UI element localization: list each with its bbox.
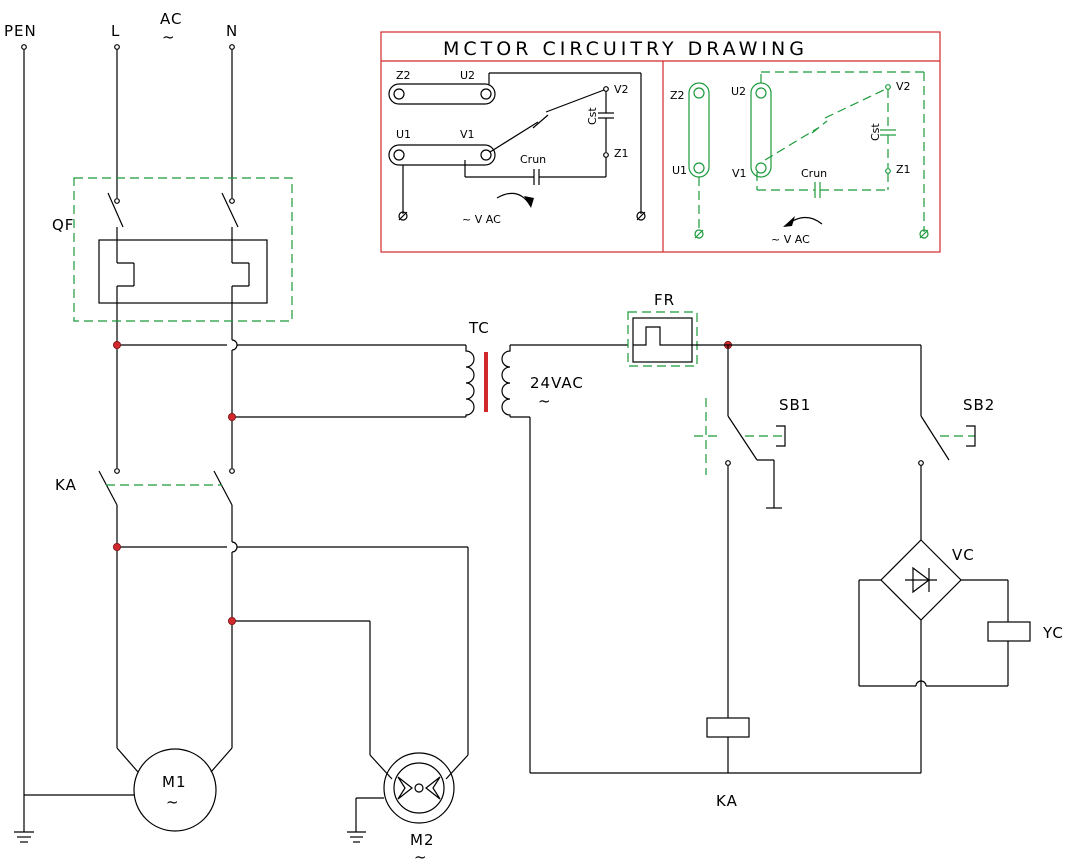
v24-tilde: ~	[538, 392, 552, 410]
inset-left-z2: Z2	[396, 69, 411, 82]
inset-left-u1: U1	[396, 128, 411, 141]
motor-circuitry-inset	[380, 31, 941, 253]
inset-right-cst: Cst	[869, 123, 882, 141]
ac-tilde: ~	[162, 28, 176, 46]
n-conductor	[213, 44, 250, 748]
inset-right-z1: Z1	[896, 163, 911, 176]
inset-left-crun: Crun	[520, 153, 546, 166]
l-conductor	[98, 44, 135, 748]
transformer-primary-feed	[117, 344, 466, 418]
yc-label: YC	[1042, 624, 1064, 642]
n-label: N	[226, 22, 238, 40]
fr-label: FR	[654, 291, 675, 309]
inset-right-z2: Z2	[670, 89, 685, 102]
inset-right-wiring	[688, 71, 929, 239]
inset-right-u2: U2	[731, 85, 746, 98]
qf-dashed-enclosure	[73, 177, 293, 322]
inset-left-cst: Cst	[586, 107, 599, 125]
m2-tilde: ~	[414, 848, 428, 865]
vc-rectifier-bridge	[858, 539, 1008, 773]
motor-m1	[116, 747, 233, 832]
inset-right-vac: ~ V AC	[771, 233, 810, 246]
qf-label: QF	[52, 216, 74, 234]
inset-left-vac: ~ V AC	[462, 213, 501, 226]
qf-breaker-body	[98, 239, 268, 304]
inset-left-z1: Z1	[614, 147, 629, 160]
sb2-label: SB2	[963, 396, 995, 414]
transformer-tc	[465, 344, 628, 773]
sb2-pushbutton	[918, 345, 976, 540]
l-label: L	[111, 22, 120, 40]
inset-left-wiring	[388, 72, 646, 221]
inset-right-crun: Crun	[801, 167, 827, 180]
motor-m2	[347, 752, 469, 843]
inset-right-v2: V2	[896, 80, 911, 93]
ac-label: AC	[160, 10, 182, 28]
inset-title: MCTOR CIRCUITRY DRAWING	[443, 38, 808, 60]
vc-label: VC	[952, 546, 975, 564]
ka-contact-label: KA	[55, 476, 77, 494]
ka-coil	[530, 717, 921, 774]
yc-coil	[987, 580, 1031, 686]
m2-feed-wires	[117, 546, 469, 755]
m1-label: M1	[162, 773, 187, 791]
inset-right-u1: U1	[672, 164, 687, 177]
tc-label: TC	[468, 319, 490, 337]
ka-coil-label: KA	[716, 792, 738, 810]
pen-label: PEN	[4, 22, 37, 40]
inset-right-v1: V1	[732, 167, 747, 180]
v24-label: 24VAC	[530, 374, 584, 392]
m2-label: M2	[410, 831, 435, 849]
m1-tilde: ~	[166, 793, 180, 811]
inset-left-v1: V1	[460, 128, 475, 141]
inset-left-v2: V2	[614, 83, 629, 96]
fr-thermal-relay	[627, 311, 921, 367]
pen-conductor	[14, 44, 135, 843]
inset-left-u2: U2	[460, 69, 475, 82]
sb1-label: SB1	[779, 396, 811, 414]
junction-dot	[113, 543, 122, 552]
sb1-pushbutton	[694, 345, 786, 718]
junction-dot	[227, 412, 236, 421]
junction-dot	[113, 340, 122, 349]
junction-dot	[227, 617, 236, 626]
